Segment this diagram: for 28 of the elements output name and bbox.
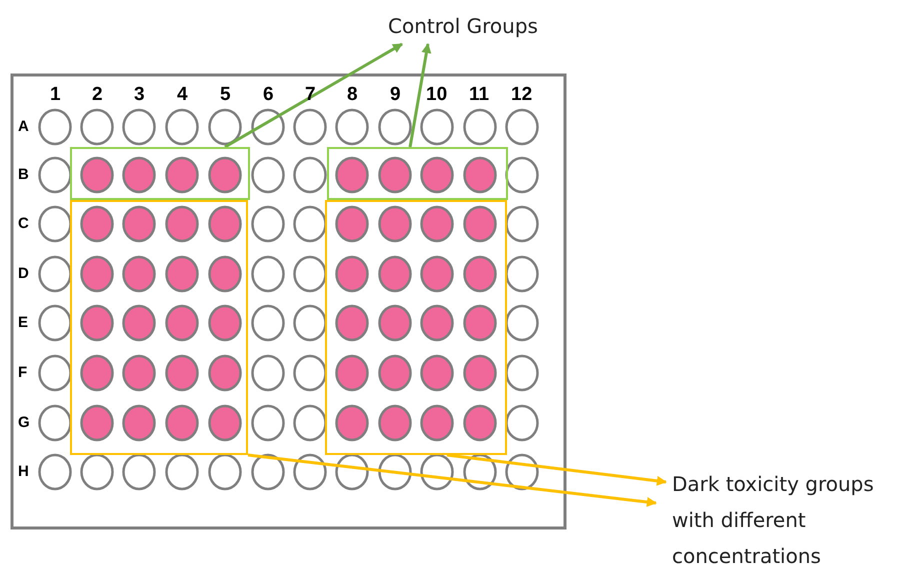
row-letter: F — [18, 364, 28, 381]
arrow — [224, 42, 403, 148]
row-letter: E — [18, 314, 28, 331]
highlight-frame — [70, 200, 248, 455]
column-number: 11 — [469, 84, 490, 106]
column-number: 6 — [263, 84, 274, 106]
arrow — [248, 454, 657, 507]
arrow — [446, 454, 667, 486]
highlight-frame — [327, 147, 508, 200]
callout-label: Dark toxicity groups with different concentrations — [672, 466, 916, 574]
row-letter: B — [18, 166, 29, 183]
row-letter: A — [18, 118, 29, 135]
row-letter: D — [18, 265, 29, 282]
column-number: 1 — [50, 84, 61, 106]
column-number: 8 — [347, 84, 358, 106]
column-number: 10 — [426, 84, 448, 106]
column-number: 5 — [220, 84, 231, 106]
column-number: 9 — [390, 84, 401, 106]
column-number: 2 — [92, 84, 103, 106]
row-letter: G — [18, 414, 30, 431]
column-number: 12 — [511, 84, 532, 106]
column-number: 4 — [177, 84, 188, 106]
column-number: 3 — [134, 84, 145, 106]
callout-label: Control Groups — [388, 8, 538, 44]
highlight-frame — [70, 147, 250, 200]
row-letter: C — [18, 215, 29, 232]
row-letter: H — [18, 463, 29, 480]
highlight-frame — [325, 200, 507, 455]
